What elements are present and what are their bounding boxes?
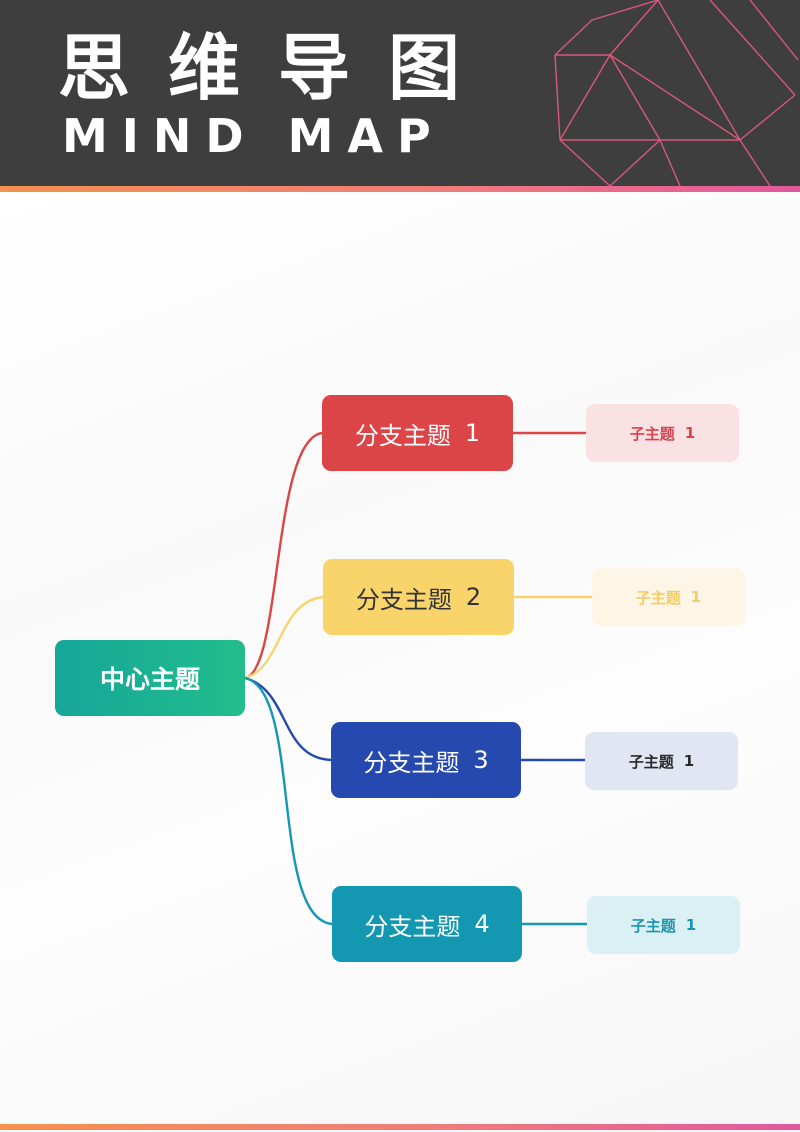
branch-number: 3 — [473, 746, 489, 774]
branch-label: 分支主题 — [364, 912, 461, 941]
subtopic-label: 子主题 — [628, 752, 674, 771]
subtopic-number: 1 — [684, 424, 696, 442]
subtopic-number: 1 — [690, 588, 702, 606]
subtopic-label: 子主题 — [629, 424, 675, 443]
branch-topic-1[interactable]: 分支主题 1 — [322, 395, 513, 471]
footer-accent-stripe — [0, 1124, 800, 1130]
title-english: MIND MAP — [62, 109, 445, 163]
subtopic-label: 子主题 — [635, 588, 681, 607]
subtopic-1[interactable]: 子主题 1 — [586, 404, 739, 462]
branch-number: 4 — [474, 910, 490, 938]
subtopic-number: 1 — [685, 916, 697, 934]
branch-number: 1 — [464, 419, 481, 447]
subtopic-4[interactable]: 子主题 1 — [587, 896, 740, 954]
connector-branch-3 — [243, 676, 333, 762]
branch-label: 分支主题 — [355, 585, 452, 614]
connector-branch-4 — [243, 676, 334, 926]
branch-topic-4[interactable]: 分支主题 4 — [332, 886, 522, 962]
subtopic-2[interactable]: 子主题 1 — [592, 568, 745, 626]
branch-topic-2[interactable]: 分支主题 2 — [323, 559, 514, 635]
branch-label: 分支主题 — [354, 421, 451, 450]
central-topic[interactable]: 中心主题 — [55, 640, 245, 716]
subtopic-label: 子主题 — [630, 916, 676, 935]
central-topic-label: 中心主题 — [99, 665, 200, 694]
branch-topic-3[interactable]: 分支主题 3 — [331, 722, 521, 798]
polygon-decoration — [554, 0, 799, 186]
subtopic-3[interactable]: 子主题 1 — [585, 732, 738, 790]
connector-branch-2 — [243, 595, 325, 680]
branch-number: 2 — [465, 583, 482, 611]
header-accent-stripe — [0, 186, 800, 192]
header-banner: 思维导图 MIND MAP — [0, 0, 800, 186]
subtopic-number: 1 — [683, 752, 695, 770]
title-chinese: 思维导图 — [58, 26, 499, 110]
connector-branch-1 — [243, 431, 324, 680]
branch-label: 分支主题 — [363, 748, 460, 777]
